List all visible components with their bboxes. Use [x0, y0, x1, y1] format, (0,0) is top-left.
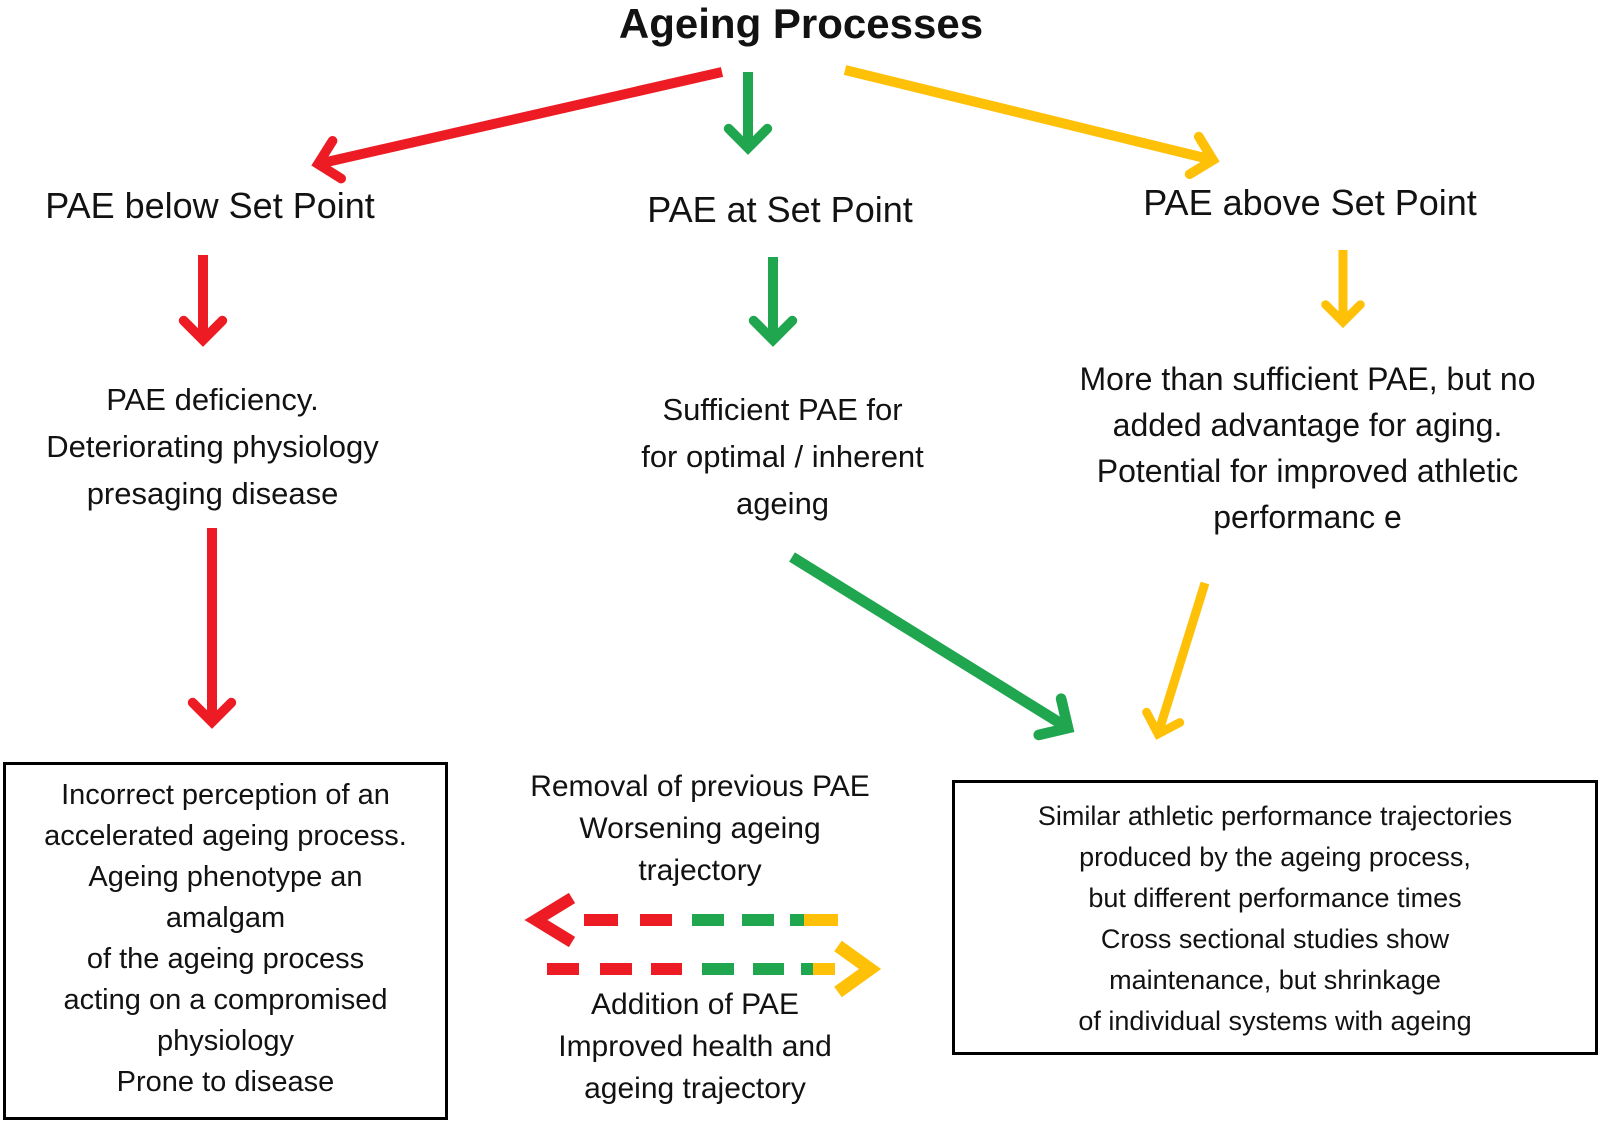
arrow-at-to-shared-outcome [789, 552, 1075, 741]
label-removal-of-pae: Removal of previous PAE Worsening ageing… [530, 770, 870, 887]
arrow-root-to-above [843, 65, 1220, 180]
diagram-title: Ageing Processes [618, 0, 984, 47]
heading-pae-above-set-point: PAE above Set Point [1143, 182, 1477, 223]
red-chevron-left-icon [524, 892, 576, 948]
outcome-box-shared-trajectories: Similar athletic performance trajectorie… [952, 780, 1598, 1055]
yellow-chevron-right-icon [834, 940, 882, 998]
body-pae-deficiency: PAE deficiency. Deteriorating physiology… [46, 382, 379, 511]
arrow-above-to-shared-outcome [1142, 581, 1210, 740]
body-sufficient-pae: Sufficient PAE for for optimal / inheren… [641, 392, 924, 521]
body-more-than-sufficient: More than sufficient PAE, but no added a… [1079, 361, 1536, 535]
heading-pae-below-set-point: PAE below Set Point [45, 185, 375, 226]
dashed-arrow-addition [547, 940, 882, 998]
label-addition-of-pae: Addition of PAE Improved health and agei… [558, 988, 832, 1105]
heading-pae-at-set-point: PAE at Set Point [647, 189, 913, 230]
dashed-arrow-removal [524, 892, 838, 948]
arrow-root-to-below [311, 67, 724, 184]
outcome-box-incorrect-perception: Incorrect perception of an accelerated a… [3, 762, 448, 1120]
